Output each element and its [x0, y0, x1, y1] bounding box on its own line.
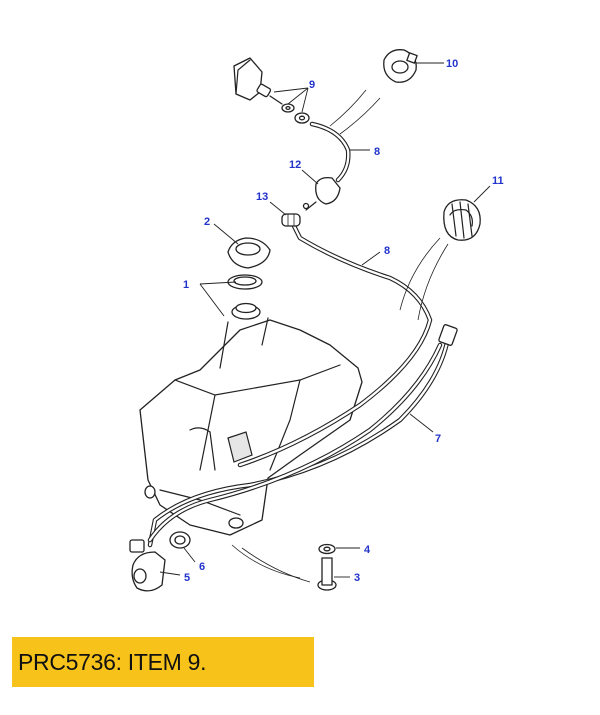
callout-10: 10 — [446, 58, 458, 70]
hose-clamp-10 — [383, 49, 418, 83]
callout-1: 1 — [183, 279, 189, 291]
washer-pump — [129, 539, 166, 592]
hose-connector-13 — [281, 213, 301, 227]
washer-reservoir-exploded-diagram: 1 2 3 4 5 6 7 8 8 9 10 11 12 13 — [129, 49, 504, 592]
hose-8-lower — [237, 219, 433, 468]
callout-7: 7 — [435, 433, 441, 445]
leader-lines — [159, 62, 491, 578]
callout-5: 5 — [184, 572, 190, 584]
hose-clip-11 — [443, 199, 481, 241]
callout-11: 11 — [492, 175, 504, 187]
part-number-label: PRC5736: ITEM 9. — [18, 648, 207, 675]
callout-12: 12 — [289, 159, 301, 171]
callout-9: 9 — [309, 79, 315, 91]
part-number-banner: PRC5736: ITEM 9. — [12, 637, 314, 687]
callout-2: 2 — [204, 216, 210, 228]
callout-6: 6 — [199, 561, 205, 573]
filler-cap — [227, 237, 271, 269]
callout-13: 13 — [256, 191, 268, 203]
mounting-bolt — [317, 557, 337, 591]
callout-4: 4 — [364, 544, 371, 556]
pump-grommet — [169, 531, 191, 549]
callout-8-lower: 8 — [384, 245, 390, 257]
washer-jet-assembly — [233, 57, 310, 124]
hose-8-upper — [309, 121, 351, 183]
callout-8-upper: 8 — [374, 146, 380, 158]
callout-3: 3 — [354, 572, 360, 584]
reservoir-tank — [139, 302, 363, 536]
non-return-valve — [302, 176, 341, 211]
hose-7 — [147, 324, 458, 548]
filler-neck-seal — [227, 274, 263, 290]
mounting-washer — [318, 543, 336, 555]
